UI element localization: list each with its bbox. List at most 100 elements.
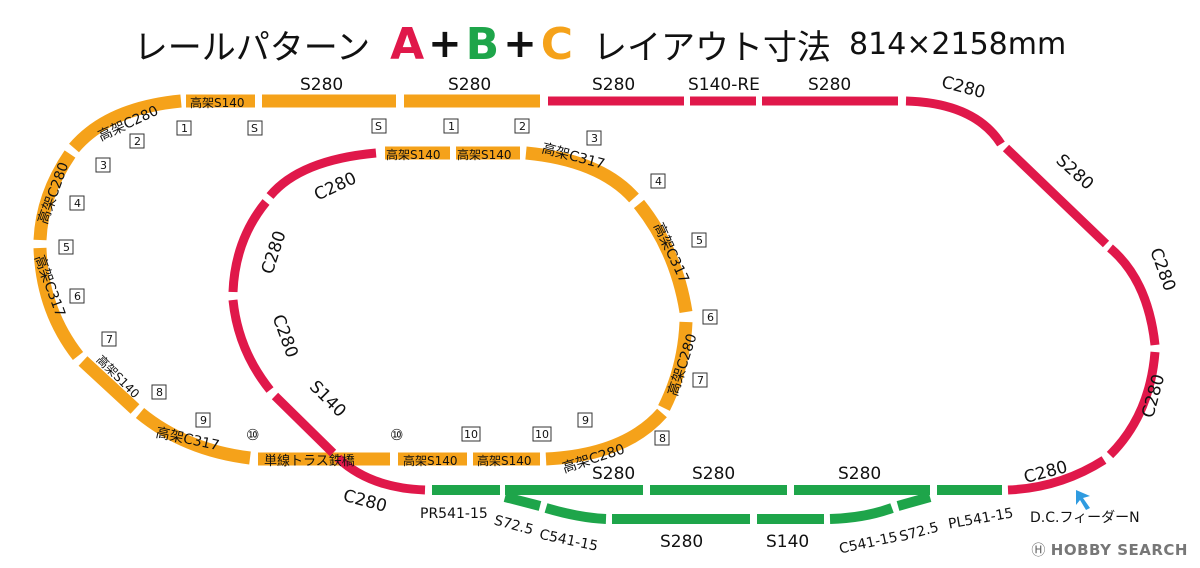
- title-plus-1: +: [428, 21, 462, 67]
- hobby-search-logo-icon: Ⓗ: [1031, 543, 1046, 559]
- label-red-c280-low: C280: [1138, 372, 1169, 420]
- watermark-brand: HOBBY SEARCH: [1050, 541, 1188, 559]
- pier-marker-9: 9: [200, 414, 207, 427]
- label-inner-c280-bl: C280: [268, 312, 302, 360]
- track-kouka-c317-tr: [525, 146, 639, 203]
- track-c280-inner-left: [228, 199, 270, 293]
- diagram-title: レールパターン A + B + C レイアウト寸法 814×2158mm: [0, 14, 1200, 74]
- pier-marker-10d: 10: [535, 428, 549, 441]
- track-c541-right: [829, 503, 894, 524]
- label-inner-c280-bottom: C280: [341, 486, 389, 517]
- pier-marker-7: 7: [106, 333, 113, 346]
- label-pl541: PL541-15: [947, 505, 1015, 532]
- label-pr541: PR541-15: [420, 506, 488, 522]
- label-green-s280-low: S280: [660, 532, 703, 552]
- label-truss-bridge: 単線トラス鉄橋: [264, 453, 355, 469]
- pier-marker-6b: 6: [707, 311, 714, 324]
- label-red-s280-diag: S280: [1052, 150, 1098, 194]
- label-inner-kouka-s140-1: 高架S140: [386, 147, 441, 162]
- orange-outer-track: [33, 94, 667, 466]
- track-s140-inner: [271, 392, 337, 457]
- pier-marker-6: 6: [74, 290, 81, 303]
- track-kouka-c280-br: [545, 408, 667, 466]
- pier-marker-10: ⑩: [246, 426, 259, 444]
- pier-marker-8b: 8: [659, 432, 666, 445]
- track-c280-red-low: [1106, 351, 1160, 459]
- label-red-c280-mid: C280: [1145, 245, 1179, 293]
- pier-marker-4: 4: [74, 197, 81, 210]
- label-kouka-c317-left: 高架C317: [31, 253, 69, 319]
- label-inner-kouka-s140-2: 高架S140: [457, 147, 512, 162]
- pier-marker-9b: 9: [582, 414, 589, 427]
- pier-marker-1b: 1: [448, 120, 455, 133]
- track-kouka-c317-right: [633, 199, 693, 314]
- pier-marker-10c: 10: [464, 428, 478, 441]
- track-kouka-c317-bl: [135, 407, 251, 465]
- pier-marker-2b: 2: [519, 120, 526, 133]
- track-s725-left: [503, 492, 542, 511]
- pier-marker-5b: 5: [696, 234, 703, 247]
- track-c280-red-mid: [1107, 244, 1160, 346]
- track-c280-red-bottom: [1007, 456, 1107, 495]
- title-suffix: レイアウト寸法: [593, 27, 832, 68]
- pier-marker-4b: 4: [655, 175, 662, 188]
- label-inner-c280-tl: C280: [311, 168, 360, 205]
- track-c541-left: [544, 503, 607, 524]
- pier-marker-3b: 3: [591, 132, 598, 145]
- label-c541-left: C541-15: [538, 527, 599, 555]
- label-top-s280-2: S280: [448, 75, 491, 95]
- label-top-s280-4: S280: [808, 75, 851, 95]
- title-prefix: レールパターン: [133, 27, 371, 68]
- label-top-s280-1: S280: [300, 75, 343, 95]
- label-kouka-c317-bl: 高架C317: [154, 424, 221, 454]
- track-kouka-c280-tl: [69, 94, 182, 153]
- title-letter-a: A: [390, 18, 425, 70]
- label-green-s280-3: S280: [838, 464, 881, 484]
- pier-marker-8: 8: [156, 386, 163, 399]
- label-kouka-s140-b1: 高架S140: [403, 453, 458, 468]
- red-track-loop: [548, 96, 1160, 495]
- label-green-s280-1: S280: [592, 464, 635, 484]
- track-c280-inner-bl: [228, 299, 274, 393]
- orange-inner-track: [385, 146, 693, 411]
- label-s725-left: S72.5: [492, 513, 535, 539]
- label-top-s280-3: S280: [592, 75, 635, 95]
- track-kouka-c280-left: [33, 150, 76, 241]
- label-s725-right: S72.5: [898, 519, 941, 545]
- track-c280-inner-tl: [266, 148, 377, 199]
- label-kouka-s140-top: 高架S140: [190, 95, 245, 110]
- green-track: [432, 485, 1002, 524]
- label-inner-c280-left: C280: [258, 228, 291, 276]
- pier-marker-10b: ⑩: [390, 426, 403, 444]
- label-c541-right: C541-15: [838, 529, 899, 557]
- title-plus-2: +: [503, 21, 537, 67]
- track-kouka-c317-left: [33, 247, 84, 361]
- watermark-logo: Ⓗ HOBBY SEARCH: [1031, 540, 1188, 560]
- label-kouka-c280-left: 高架C280: [34, 160, 72, 226]
- title-dimensions: 814×2158mm: [849, 26, 1067, 62]
- pier-marker-s2: S: [375, 120, 382, 133]
- title-letter-b: B: [465, 18, 500, 70]
- label-inner-kouka-c280-right: 高架C280: [664, 332, 700, 399]
- track-c280-inner-bottom: [334, 454, 426, 495]
- label-red-c280-top: C280: [939, 72, 987, 103]
- pier-marker-1: 1: [181, 122, 188, 135]
- title-letter-c: C: [540, 18, 574, 70]
- track-s725-right: [896, 492, 932, 511]
- track-s280-red-diag: [1002, 144, 1110, 248]
- label-inner-s140: S140: [305, 377, 350, 422]
- track-c280-red-top: [905, 96, 1005, 147]
- track-kouka-c280-right: [658, 321, 693, 411]
- label-top-s140re: S140-RE: [688, 75, 760, 95]
- pier-marker-3: 3: [100, 159, 107, 172]
- label-kouka-s140-b2: 高架S140: [477, 453, 532, 468]
- feeder-arrow-icon: [1076, 490, 1090, 510]
- red-inner-track: [228, 148, 426, 495]
- label-green-s140-low: S140: [766, 532, 809, 552]
- pier-marker-s1: S: [251, 122, 258, 135]
- label-feeder: D.C.フィーダーN: [1030, 510, 1140, 526]
- label-green-s280-2: S280: [692, 464, 735, 484]
- pier-marker-2: 2: [134, 135, 141, 148]
- pier-marker-7b: 7: [697, 374, 704, 387]
